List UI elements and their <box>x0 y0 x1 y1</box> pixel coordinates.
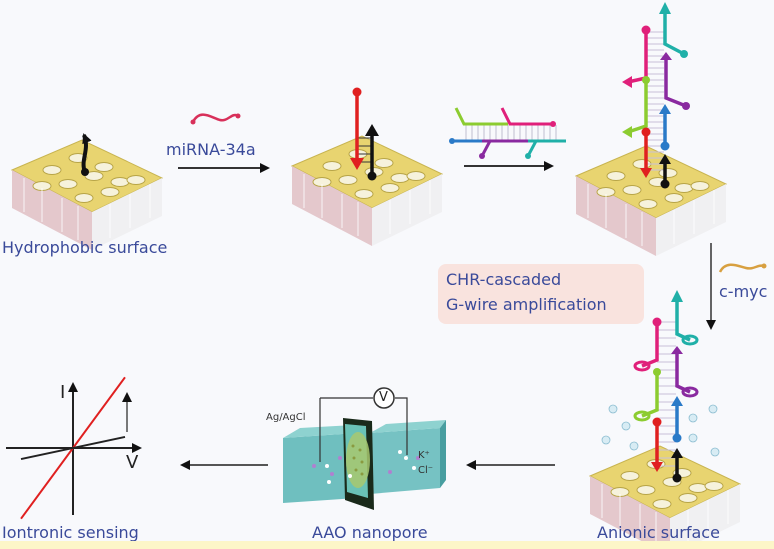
label-electrode: Ag/AgCl <box>266 412 306 423</box>
label-ion-cl: Cl⁻ <box>418 465 434 476</box>
callout-line-1: CHR-cascaded <box>446 270 562 289</box>
callout-line-2: G-wire amplification <box>446 295 607 314</box>
iv-curve-plot <box>6 376 142 520</box>
step-arrow-hairpins <box>449 107 566 171</box>
step-arrow-cmyc <box>706 243 767 330</box>
voltmeter-icon: V <box>379 390 388 405</box>
label-anionic-surface: Anionic surface <box>597 523 720 542</box>
label-hydrophobic-surface: Hydrophobic surface <box>2 238 168 257</box>
mirna-bound-surface-illustration <box>291 87 443 247</box>
aao-nanopore-cell <box>283 387 446 510</box>
label-axis-i: I <box>60 382 66 403</box>
iv-line-before <box>20 435 126 461</box>
label-mirna-34a: miRNA-34a <box>166 140 256 159</box>
hydrophobic-surface-illustration <box>11 133 163 251</box>
bottom-highlight-band <box>0 541 774 549</box>
label-iontronic-sensing: Iontronic sensing <box>2 523 139 542</box>
gwire-surface-illustration <box>575 2 727 257</box>
amplification-callout: CHR-cascaded G-wire amplification <box>438 264 644 324</box>
label-c-myc: c-myc <box>719 282 768 301</box>
anion-charges <box>601 404 720 457</box>
label-aao-nanopore: AAO nanopore <box>312 523 428 542</box>
step-arrow-mirna <box>178 113 270 173</box>
label-ion-k: K⁺ <box>418 450 430 461</box>
label-axis-v: V <box>126 452 139 473</box>
anionic-surface-illustration <box>589 290 741 549</box>
